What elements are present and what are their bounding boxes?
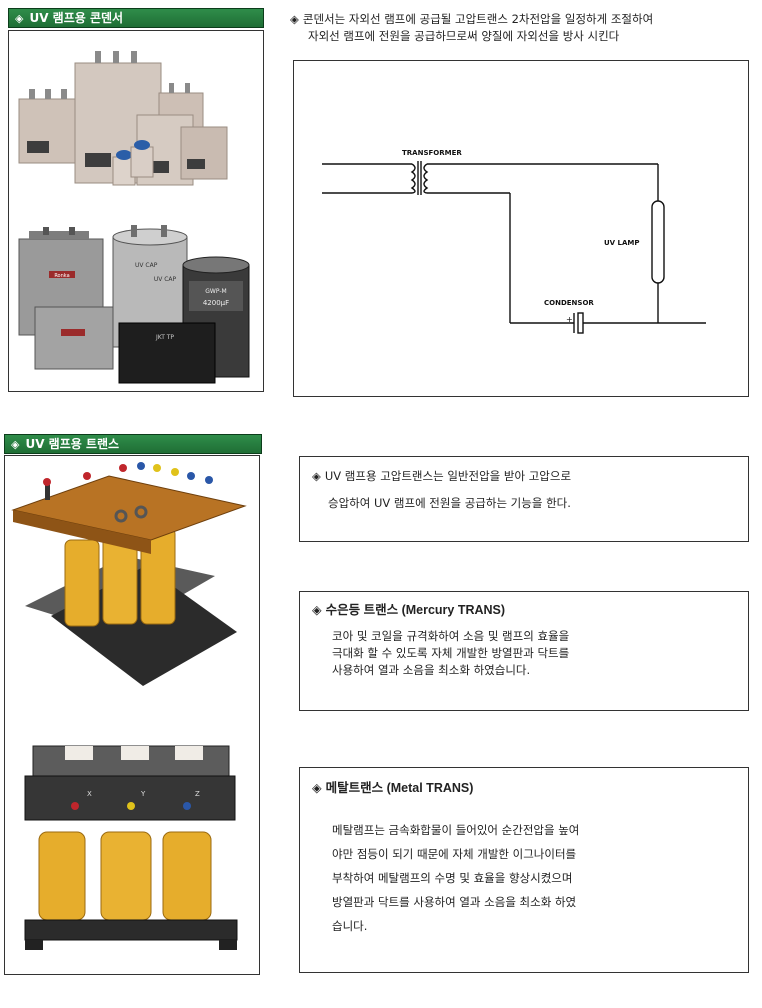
- metal-transformer-image: X Y Z: [24, 745, 238, 950]
- trans-intro-line1: ◈UV 램프용 고압트랜스는 일반전압을 받아 고압으로: [312, 469, 572, 483]
- beige-capacitor-group: [18, 51, 228, 186]
- mercury-trans-line1: 코아 및 코일을 규격화하여 소음 및 램프의 효율을: [332, 629, 570, 643]
- cap5-value-label: 4200μF: [203, 299, 229, 307]
- trans-intro-box: ◈UV 램프용 고압트랜스는 일반전압을 받아 고압으로 승압하여 UV 램프에…: [299, 456, 749, 542]
- trans-section-header: ◈ UV 램프용 트랜스: [4, 434, 262, 454]
- transformer-photo-frame: X Y Z: [4, 455, 260, 975]
- metal-trans-title: ◈메탈트랜스 (Metal TRANS): [312, 781, 474, 795]
- mercury-trans-line2: 극대화 할 수 있도록 자체 개발한 방열판과 닥트를: [332, 646, 570, 660]
- metal-trans-box: ◈메탈트랜스 (Metal TRANS) 메탈램프는 금속화합물이 들어있어 순…: [299, 767, 749, 973]
- metal-trans-line5: 습니다.: [332, 919, 368, 933]
- diamond-bullet-icon: ◈: [312, 469, 321, 483]
- metal-trans-line3: 부착하여 메탈램프의 수명 및 효율을 향상시켰으며: [332, 871, 573, 885]
- capacitor-section-title: UV 램프용 콘덴서: [29, 11, 124, 25]
- condensor-label: CONDENSOR: [544, 299, 594, 307]
- capacitor-description-line1: ◈콘덴서는 자외선 램프에 공급될 고압트랜스 2차전압을 일정하게 조절하여: [290, 12, 654, 26]
- trans-intro-line2: 승압하여 UV 램프에 전원을 공급하는 기능을 한다.: [328, 496, 571, 510]
- circuit-diagram-frame: TRANSFORMER UV LAMP CONDENSOR +: [293, 60, 749, 397]
- cap2-label: UV CAP: [135, 262, 158, 269]
- diamond-bullet-icon: ◈: [290, 12, 299, 26]
- mercury-trans-title: ◈수은등 트랜스 (Mercury TRANS): [312, 603, 506, 617]
- capacitor-description-line2: 자외선 램프에 전원을 공급하므로써 양질에 자외선을 방사 시킨다: [308, 29, 620, 43]
- diamond-bullet-icon: ◈: [11, 438, 20, 451]
- cap1-label: Ronka: [54, 273, 69, 279]
- cap3-label: UV CAP: [154, 276, 177, 283]
- diamond-bullet-icon: ◈: [312, 781, 322, 795]
- diamond-bullet-icon: ◈: [312, 603, 322, 617]
- capacitor-photo-frame: Ronka UV CAP GWP-M 4200μF JKT TP UV CAP: [8, 30, 264, 392]
- mercury-trans-box: ◈수은등 트랜스 (Mercury TRANS) 코아 및 코일을 규격화하여 …: [299, 591, 749, 711]
- uv-lamp-label: UV LAMP: [604, 239, 640, 247]
- capacitor-section-header: ◈ UV 램프용 콘덴서: [8, 8, 264, 28]
- capacitor-photo: Ronka UV CAP GWP-M 4200μF JKT TP UV CAP: [18, 51, 250, 384]
- mercury-transformer-image: [11, 462, 247, 686]
- transformer-label: TRANSFORMER: [402, 149, 462, 157]
- trans-section-title: UV 램프용 트랜스: [25, 437, 120, 451]
- circuit-diagram: TRANSFORMER UV LAMP CONDENSOR +: [322, 149, 706, 334]
- metal-capacitor-group: Ronka UV CAP GWP-M 4200μF JKT TP UV CAP: [18, 225, 250, 384]
- capacitor-description: ◈콘덴서는 자외선 램프에 공급될 고압트랜스 2차전압을 일정하게 조절하여 …: [290, 11, 755, 45]
- terminal-z-label: Z: [195, 790, 200, 798]
- cap4-label: JKT TP: [155, 334, 174, 341]
- diamond-bullet-icon: ◈: [15, 12, 24, 25]
- mercury-trans-line3: 사용하여 열과 소음을 최소화 하였습니다.: [332, 663, 531, 677]
- terminal-x-label: X: [87, 790, 92, 798]
- metal-trans-line1: 메탈램프는 금속화합물이 들어있어 순간전압을 높여: [332, 823, 580, 837]
- metal-trans-line2: 야만 점등이 되기 때문에 자체 개발한 이그나이터를: [332, 847, 577, 861]
- cap5-label: GWP-M: [205, 288, 226, 295]
- terminal-y-label: Y: [140, 790, 146, 798]
- capacitor-plus-label: +: [566, 315, 573, 324]
- metal-trans-line4: 방열판과 닥트를 사용하여 열과 소음을 최소화 하였: [332, 895, 577, 909]
- transformer-photo: X Y Z: [11, 462, 247, 950]
